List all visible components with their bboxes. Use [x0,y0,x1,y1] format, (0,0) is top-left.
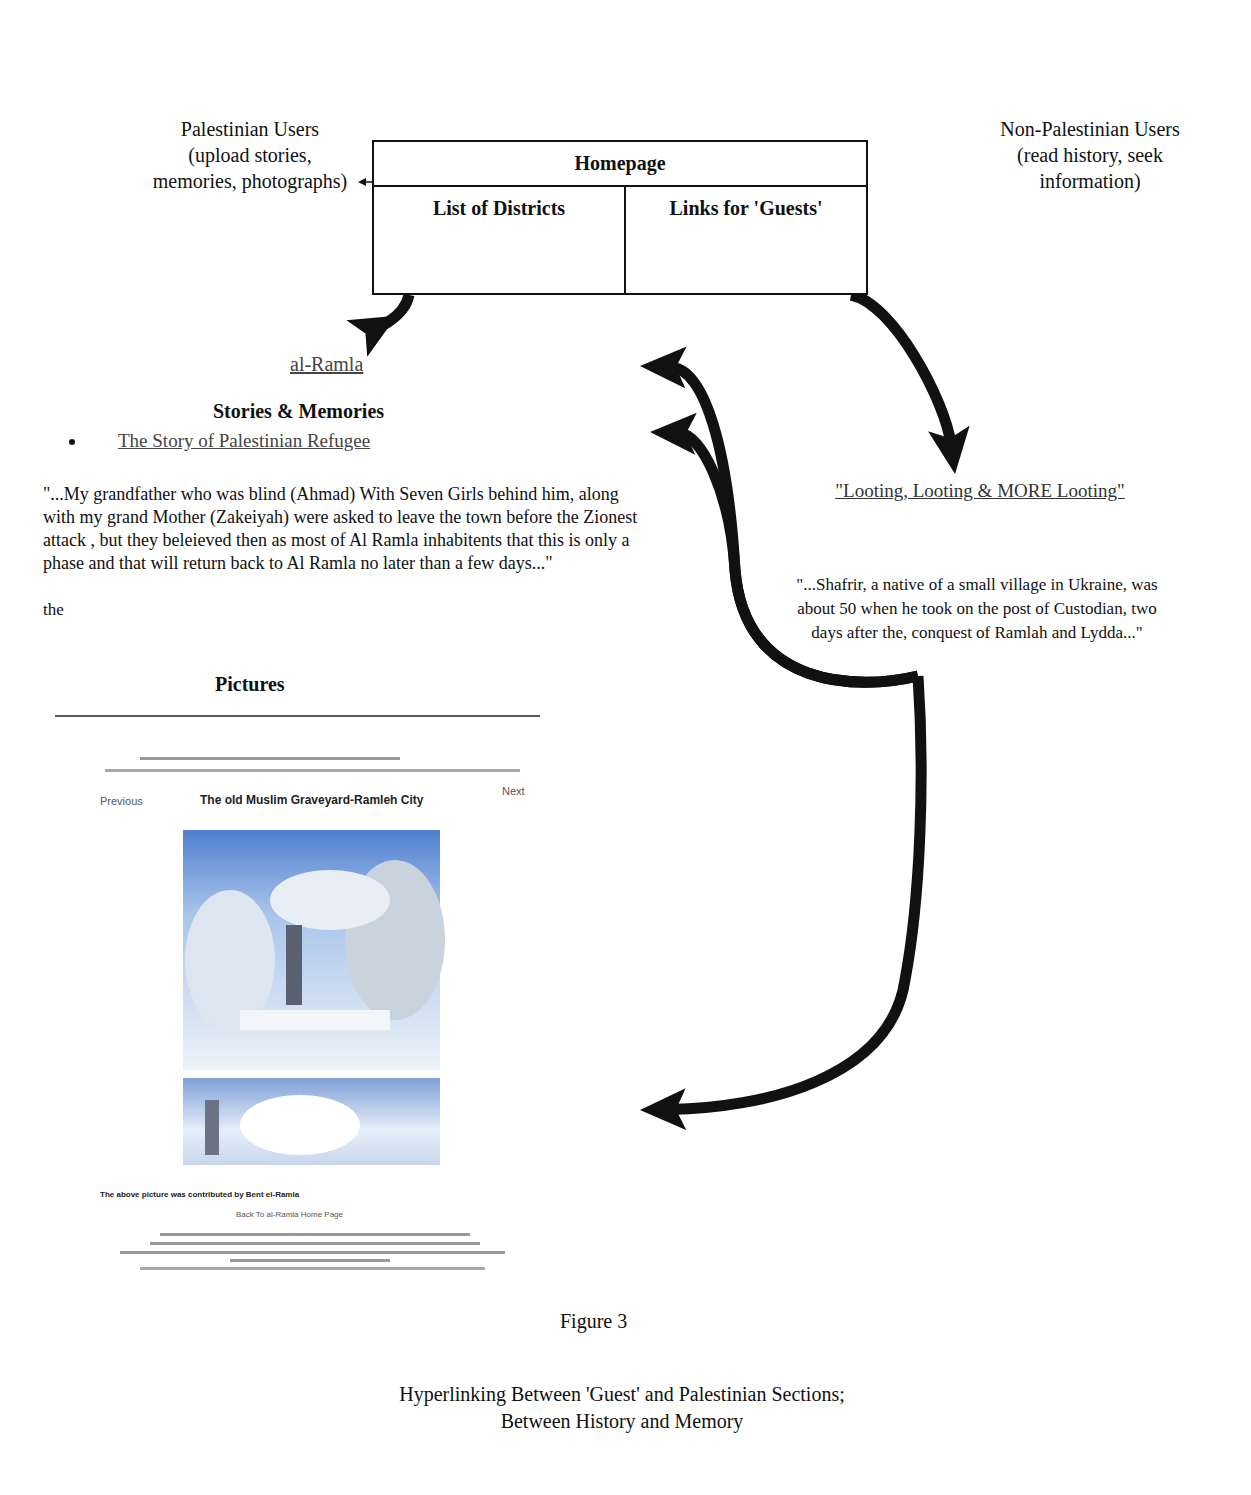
tiny-menu-bar [105,769,520,772]
cell-label: List of Districts [374,197,624,220]
rule-line [55,715,540,717]
link-heading: al-Ramla [290,353,363,376]
photo-credit: The above picture was contributed by Ben… [100,1190,299,1199]
page-section: al-Ramla [43,350,632,382]
tiny-footer-bar [150,1242,480,1245]
grave-stone [286,925,302,1005]
thick-arrow [680,433,918,682]
tree-shape [185,890,275,1030]
quote-text: "...My grandfather who was blind (Ahmad)… [43,483,638,575]
tiny-footer-bar [230,1259,390,1262]
story-link: The Story of Palestinian Refugee [118,430,370,452]
figure-caption: Hyperlinking Between 'Guest' and Palesti… [362,1381,882,1435]
list-bullet [69,439,75,445]
graveyard-photo [183,1078,440,1165]
figure-number: Figure 3 [560,1310,627,1333]
quote-text: "...Shafrir, a native of a small village… [792,573,1162,645]
screenshot-title: The old Muslim Graveyard-Ramleh City [200,793,423,807]
cell-label: Links for 'Guests' [626,197,866,220]
thick-arrow [371,295,409,331]
box-heading: Homepage [374,142,866,187]
tiny-header-bar [140,757,400,760]
menu-cell: List of Districts [374,185,626,293]
tiny-footer-bar [140,1267,485,1270]
grave-slab [240,1010,390,1030]
light-glow [240,1095,360,1155]
homepage-box: HomepageList of DistrictsLinks for 'Gues… [372,140,868,295]
guest-page-section: "Looting, Looting & MORE Looting" "...Sha… [780,478,1184,673]
section-heading: Pictures [215,673,285,696]
link-heading: "Looting, Looting & MORE Looting" [780,480,1180,502]
tree-shape [270,870,390,930]
tiny-footer-bar [160,1233,470,1236]
user-group-note: Non-Palestinian Users (read history, see… [985,116,1195,194]
pointer-head [358,178,366,186]
screenshot-nav: Previous [100,795,143,807]
user-group-note: Palestinian Users (upload stories, memor… [150,116,350,194]
pictures-section: Pictures [43,665,632,1275]
thick-arrow [851,295,951,444]
story-section: Stories & MemoriesThe Story of Palestini… [43,398,642,628]
grave-stone [205,1100,219,1155]
thick-arrow [670,676,921,1110]
menu-cell: Links for 'Guests' [626,185,866,293]
screenshot-nav: Next [502,785,525,797]
section-heading: Stories & Memories [213,400,384,423]
tiny-footer-bar [120,1251,505,1254]
back-link: Back To al-Ramla Home Page [236,1210,343,1219]
stray-word: the [43,600,64,620]
